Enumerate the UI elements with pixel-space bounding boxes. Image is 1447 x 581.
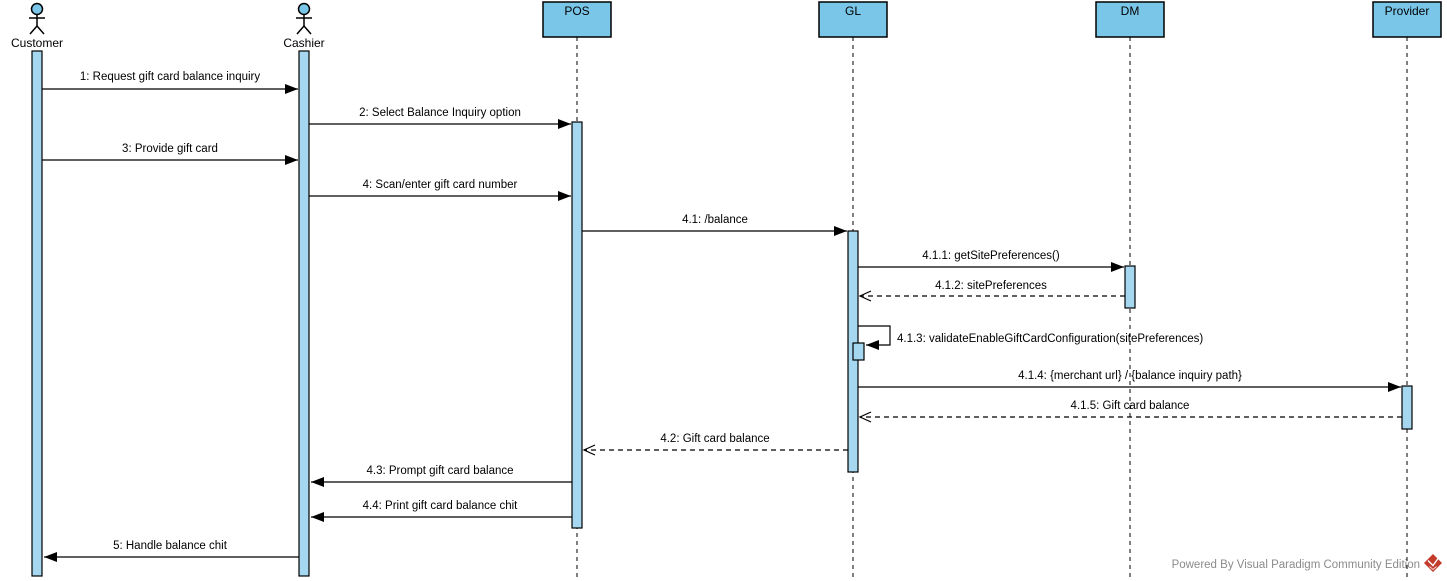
message-self-arrow [858,325,891,350]
lifeline-label-cashier: Cashier [283,36,324,50]
message-5: 5: Handle balance chit [44,540,299,562]
message-2: 2: Select Balance Inquiry option [309,107,571,129]
message-4-3: 4.3: Prompt gift card balance [311,465,572,487]
message-label: 4.3: Prompt gift card balance [366,465,513,477]
lifeline-head-gl [818,1,888,38]
lifeline-provider: Provider [1372,1,1442,38]
message-label: 4.1.5: Gift card balance [1071,400,1190,412]
message-4-1-2: 4.1.2: sitePreferences [858,280,1125,302]
lifeline-head-provider [1372,1,1442,38]
lifeline-customer: Customer [11,2,63,50]
lifeline-gl: GL [818,1,888,38]
activation-bar-customer [31,50,43,577]
message-4-1-3: 4.1.3: validateEnableGiftCardConfigurati… [852,325,1203,361]
message-label: 5: Handle balance chit [113,540,228,552]
message-label: 1: Request gift card balance inquiry [80,71,261,83]
message-label: 4.1: /balance [682,214,748,226]
message-4: 4: Scan/enter gift card number [309,179,571,201]
lifeline-label-pos: POS [564,4,589,18]
message-4-1-4: 4.1.4: {merchant url} / {balance inquiry… [858,370,1401,392]
message-label: 4: Scan/enter gift card number [363,179,518,191]
message-label: 4.1.3: validateEnableGiftCardConfigurati… [897,333,1203,345]
message-label: 4.1.1: getSitePreferences() [922,250,1060,262]
lifeline-head-pos [542,1,612,38]
message-label: 4.1.4: {merchant url} / {balance inquiry… [1018,370,1242,382]
vp-footer: Powered By Visual Paradigm Community Edi… [1172,554,1442,572]
activation-bar-provider [1401,385,1413,430]
lifeline-head-dm [1095,1,1165,38]
visual-paradigm-logo-icon [1424,554,1442,572]
activation-bar-pos [571,121,583,529]
message-label: 4.1.2: sitePreferences [935,280,1047,292]
message-4-1: 4.1: /balance [582,214,847,236]
lifeline-cashier: Cashier [283,2,325,50]
activation-bar-dm [1124,265,1136,309]
message-4-2: 4.2: Gift card balance [582,433,848,456]
actor-icon-cashier [296,2,312,35]
message-1: 1: Request gift card balance inquiry [42,71,298,94]
message-label: 4.2: Gift card balance [660,433,769,445]
lifeline-label-dm: DM [1121,4,1140,18]
message-label: 3: Provide gift card [122,143,218,155]
message-4-1-1: 4.1.1: getSitePreferences() [858,250,1124,272]
message-4-1-5: 4.1.5: Gift card balance [858,400,1402,423]
lifeline-label-provider: Provider [1385,4,1430,18]
lifeline-label-customer: Customer [11,36,63,50]
message-label: 4.4: Print gift card balance chit [363,500,518,512]
lifeline-pos: POS [542,1,612,38]
lifeline-label-gl: GL [845,4,861,18]
actor-icon-customer [29,2,45,35]
vp-footer-text: Powered By Visual Paradigm Community Edi… [1172,559,1420,571]
message-3: 3: Provide gift card [42,143,298,165]
activation-bar-cashier [298,50,310,577]
activation-bar-gl-nested [852,342,865,361]
message-label: 2: Select Balance Inquiry option [359,107,521,119]
message-4-4: 4.4: Print gift card balance chit [311,500,572,522]
lifeline-dm: DM [1095,1,1165,38]
